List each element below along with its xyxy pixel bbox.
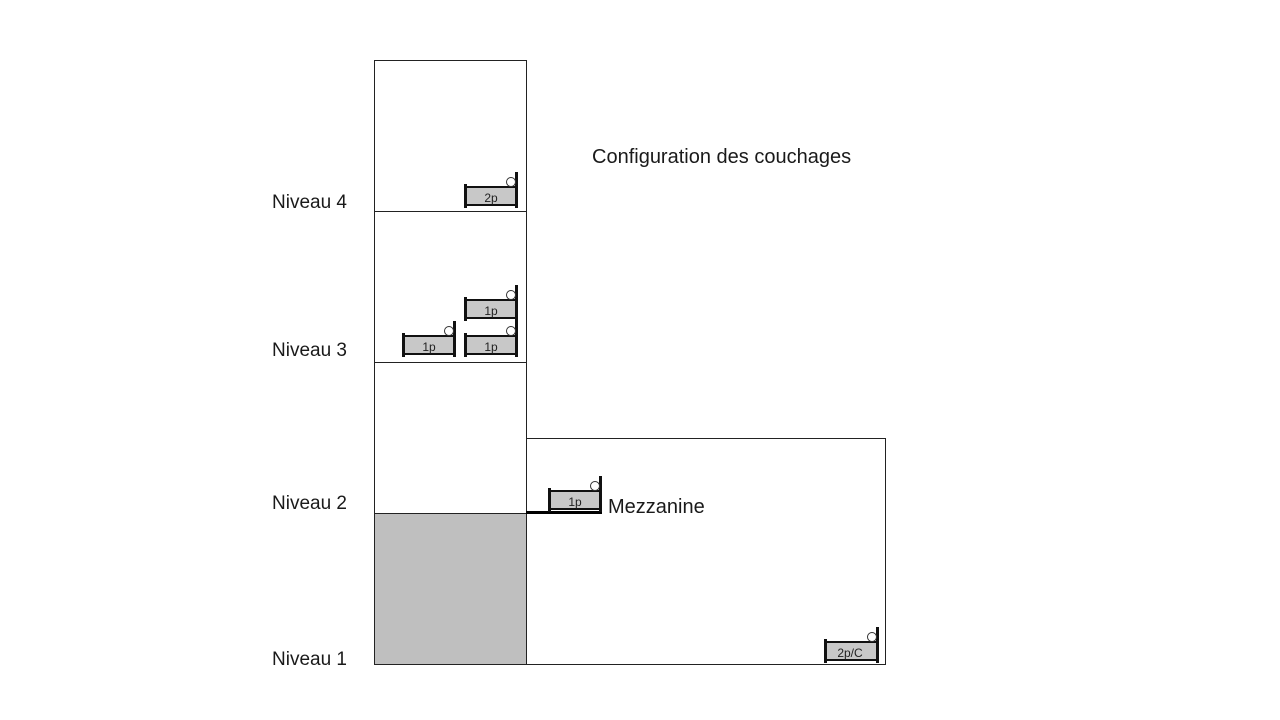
bed-capacity-label: 2p/C <box>837 646 863 660</box>
bed-niveau-4: 2p <box>464 170 518 208</box>
bed-capacity-label: 1p <box>422 340 436 354</box>
bed-capacity-label: 1p <box>484 340 498 354</box>
bed-frame <box>464 186 518 206</box>
pillow-icon <box>444 326 454 336</box>
bed-footboard <box>824 639 827 663</box>
bed-frame <box>402 335 456 355</box>
room-main-niveau-1 <box>526 438 886 665</box>
level-label-1: Niveau 1 <box>272 649 347 670</box>
room-niveau-1-filled <box>374 513 527 665</box>
bed-frame <box>548 490 602 510</box>
level-label-3: Niveau 3 <box>272 340 347 361</box>
bed-niveau-3-lower-left: 1p <box>402 319 456 357</box>
bed-niveau-3-upper: 1p <box>464 283 518 321</box>
bed-footboard <box>548 488 551 512</box>
bed-headboard <box>515 321 518 357</box>
bed-mezzanine: 1p <box>548 474 602 512</box>
bed-footboard <box>464 333 467 357</box>
room-niveau-2 <box>374 362 527 514</box>
level-label-4: Niveau 4 <box>272 192 347 213</box>
bed-frame <box>464 335 518 355</box>
bed-headboard <box>453 321 456 357</box>
bed-footboard <box>402 333 405 357</box>
bed-frame <box>824 641 879 661</box>
pillow-icon <box>506 177 516 187</box>
level-label-2: Niveau 2 <box>272 493 347 514</box>
bed-capacity-label: 1p <box>484 304 498 318</box>
diagram-title: Configuration des couchages <box>592 146 852 168</box>
bed-footboard <box>464 184 467 208</box>
pillow-icon <box>506 290 516 300</box>
mezzanine-label: Mezzanine <box>608 496 705 518</box>
bed-niveau-1: 2p/C <box>824 625 879 663</box>
pillow-icon <box>867 632 877 642</box>
pillow-icon <box>506 326 516 336</box>
bed-capacity-label: 2p <box>484 191 498 205</box>
bed-capacity-label: 1p <box>568 495 582 509</box>
mezzanine-floor <box>526 511 602 514</box>
bed-headboard <box>515 285 518 321</box>
bed-niveau-3-lower-right: 1p <box>464 319 518 357</box>
bed-footboard <box>464 297 467 321</box>
pillow-icon <box>590 481 600 491</box>
bed-headboard <box>599 476 602 512</box>
bed-headboard <box>515 172 518 208</box>
bed-headboard <box>876 627 879 663</box>
bed-frame <box>464 299 518 319</box>
